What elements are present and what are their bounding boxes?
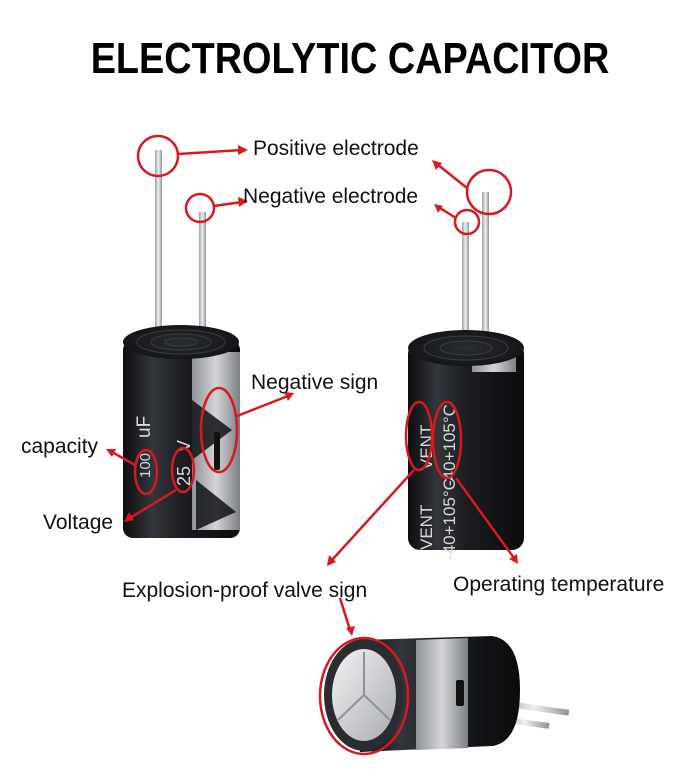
left-top <box>123 325 239 359</box>
left-positive-lead <box>155 150 162 350</box>
left-top-ring-1 <box>136 329 226 355</box>
circle-negative-sign <box>199 386 239 474</box>
bottom-minus-mark <box>456 680 464 706</box>
right-body <box>408 342 524 550</box>
circle-capacity <box>133 448 159 496</box>
right-vent-text-lower: VENT <box>417 505 436 550</box>
label-negative-electrode: Negative electrode <box>243 185 419 208</box>
arrowhead-vent <box>327 555 336 566</box>
left-capacitor: 100 uF 25 V <box>123 150 240 538</box>
arrow-positive-left <box>177 148 243 156</box>
arrowhead-negative-sign <box>284 392 294 401</box>
circle-right-negative <box>453 208 481 236</box>
arrowhead-bottom-vent <box>346 626 355 636</box>
left-capacity-value: 100 <box>137 453 154 478</box>
right-capacitor: VENT VENT -40+105°C -40+105°C <box>408 192 524 560</box>
left-top-ring-2 <box>150 333 212 351</box>
circle-bottom-vent <box>318 636 410 756</box>
circle-voltage <box>170 446 196 494</box>
right-top-ring-1 <box>423 335 509 361</box>
arrow-positive-right <box>436 163 468 189</box>
circle-left-negative <box>184 192 216 224</box>
bottom-sleeve-stripe <box>416 638 468 750</box>
arrowhead-negative-left <box>238 197 248 207</box>
label-negative-sign: Negative sign <box>251 371 379 394</box>
arrowhead-positive-right <box>432 160 442 170</box>
page-title: ELECTROLYTIC CAPACITOR <box>90 34 610 83</box>
right-negative-lead <box>462 222 469 352</box>
arrowhead-voltage <box>124 512 134 522</box>
arrow-negative-sign <box>236 394 289 418</box>
left-capacity-unit: uF <box>134 416 155 438</box>
arrowhead-capacity <box>106 449 116 457</box>
circle-left-positive <box>136 134 180 178</box>
label-positive-electrode: Positive electrode <box>253 137 419 160</box>
left-negative-lead <box>199 212 206 352</box>
arrow-temperature <box>454 477 516 559</box>
label-explosion-valve: Explosion-proof valve sign <box>122 579 368 602</box>
arrow-capacity <box>111 450 136 467</box>
circle-temperature <box>431 400 463 480</box>
arrowhead-temperature <box>509 554 518 564</box>
arrow-negative-left <box>213 200 243 208</box>
right-top <box>408 330 524 366</box>
left-voltage-value: 25 <box>174 466 194 486</box>
arrow-vent <box>331 469 415 561</box>
bottom-vent-mark <box>337 652 391 721</box>
label-voltage: Voltage <box>43 511 114 534</box>
right-top-ring-2 <box>439 340 493 356</box>
label-operating-temperature: Operating temperature <box>453 573 665 596</box>
arrow-bottom-vent <box>338 597 352 631</box>
bottom-capacitor <box>324 636 570 752</box>
left-minus-mark <box>214 432 220 470</box>
right-temperature-text: -40+105°C <box>440 404 459 486</box>
right-temperature-text-lower: -40+105°C <box>440 478 459 560</box>
arrowhead-negative-right <box>434 204 443 213</box>
arrowhead-positive-left <box>238 145 248 155</box>
left-top-ring-3 <box>164 337 198 347</box>
label-capacity: capacity <box>21 435 99 458</box>
annotation-arrows <box>106 145 518 636</box>
arrow-negative-right <box>439 206 457 220</box>
annotation-circles <box>133 134 513 756</box>
right-positive-lead <box>482 192 489 352</box>
circle-right-positive <box>465 168 513 216</box>
arrow-voltage <box>129 488 177 520</box>
left-stripe-chevron <box>192 400 236 530</box>
